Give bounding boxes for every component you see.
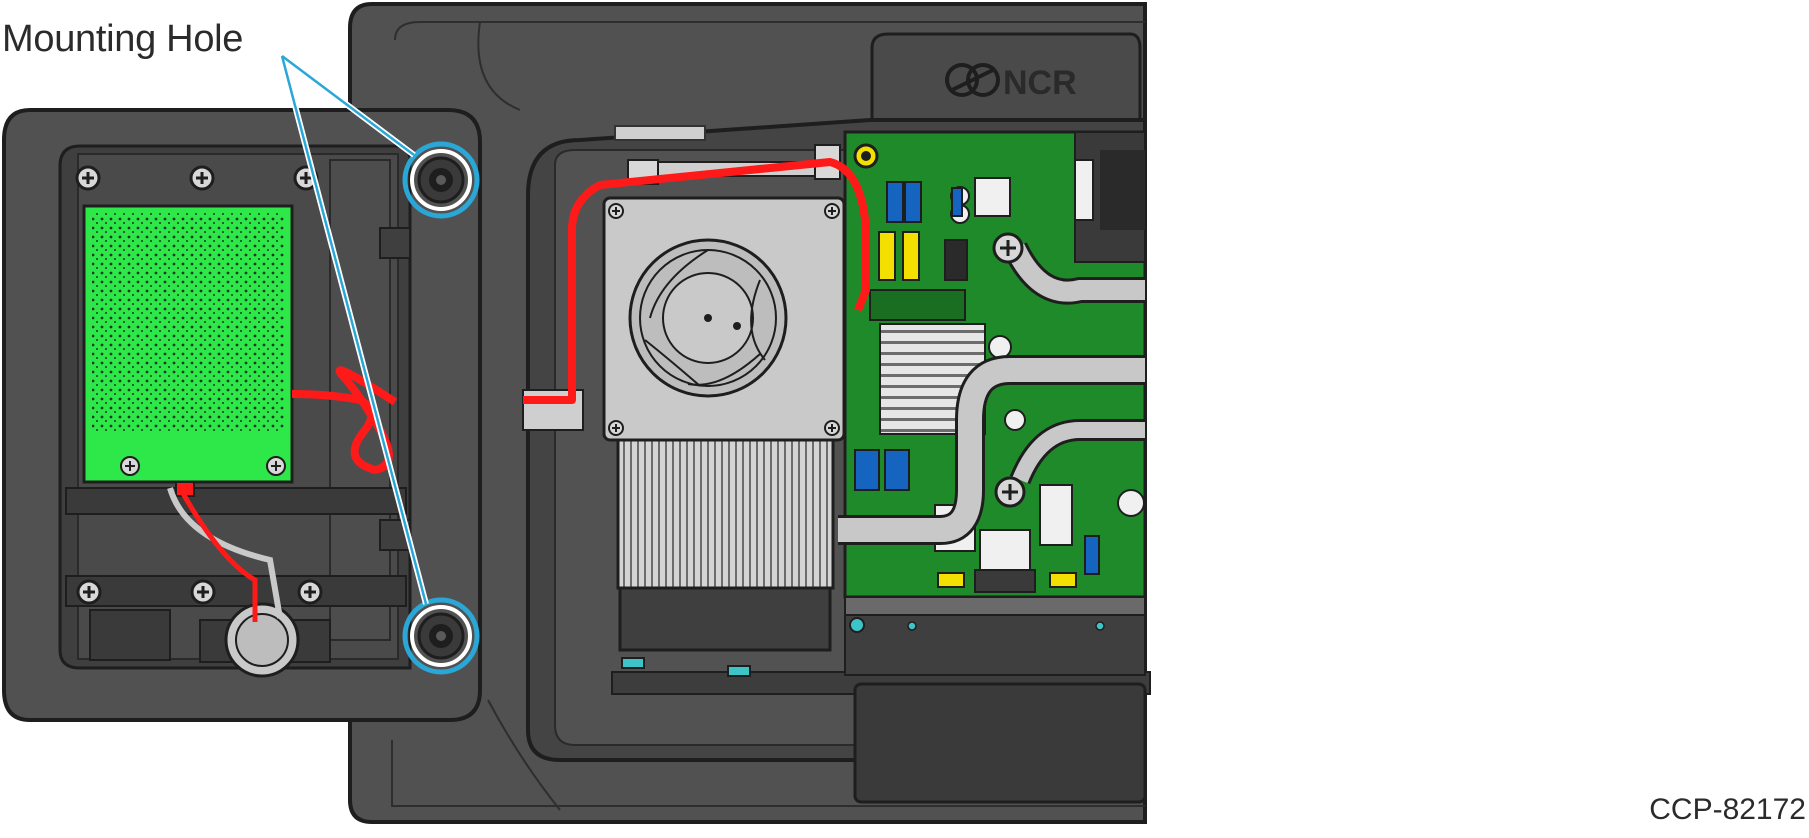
internal-cable (523, 158, 870, 404)
logo-panel: NCR (870, 32, 1142, 122)
mounting-hole-icon (402, 597, 480, 675)
callout-label: Mounting Hole (2, 18, 244, 60)
motherboard-screws (992, 232, 1026, 508)
screw-icon (189, 165, 215, 191)
expansion-card (82, 204, 294, 497)
door-screws (75, 165, 323, 605)
screw-icon (992, 232, 1024, 264)
figure-id: CCP-82172 (1649, 793, 1806, 826)
screw-icon (120, 456, 140, 476)
screw-icon (75, 165, 101, 191)
speaker-wire-red (177, 486, 258, 622)
screw-icon (190, 579, 216, 605)
screw-icon (824, 203, 840, 219)
screw-icon (824, 420, 840, 436)
door-cable (291, 366, 398, 474)
heat-pipes (838, 242, 1145, 545)
screw-icon (608, 420, 624, 436)
screw-icon (994, 476, 1026, 508)
screw-icon (297, 579, 323, 605)
ncr-logo-icon (945, 63, 1000, 97)
mounting-holes (402, 141, 480, 675)
io-rail (844, 596, 1147, 804)
logo-text: NCR (1003, 64, 1077, 102)
screw-icon (608, 203, 624, 219)
screw-icon (76, 579, 102, 605)
mounting-hole-icon (402, 141, 480, 219)
speaker-icon (199, 602, 331, 678)
screw-icon (266, 456, 286, 476)
fan-assembly (522, 144, 846, 652)
callout-leader-lines (279, 53, 429, 605)
fan-icon (628, 238, 788, 398)
